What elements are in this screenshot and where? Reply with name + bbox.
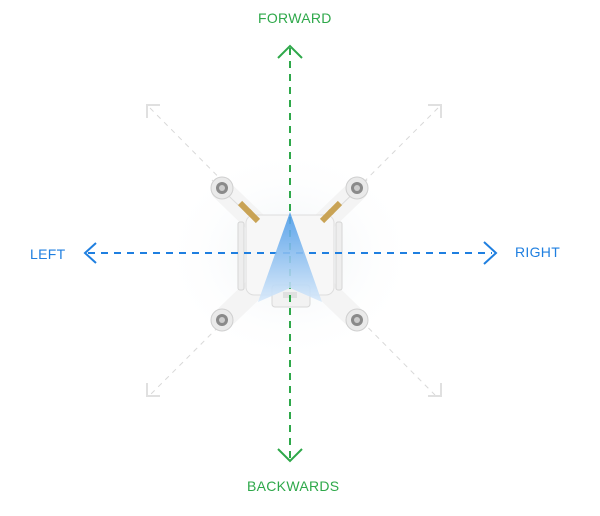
- heading-triangle: [258, 212, 322, 302]
- right-label: RIGHT: [515, 244, 561, 260]
- motor-icons: [210, 176, 369, 332]
- forward-axis: [277, 44, 303, 463]
- forward-arrow-icon: [277, 44, 303, 59]
- left-arrow-icon: [83, 242, 97, 264]
- right-arrow-icon: [483, 241, 498, 265]
- left-label: LEFT: [30, 246, 66, 262]
- backwards-arrow-icon: [277, 448, 303, 463]
- backwards-label: BACKWARDS: [247, 478, 340, 494]
- corner-brackets: [146, 104, 442, 397]
- forward-label: FORWARD: [258, 10, 332, 26]
